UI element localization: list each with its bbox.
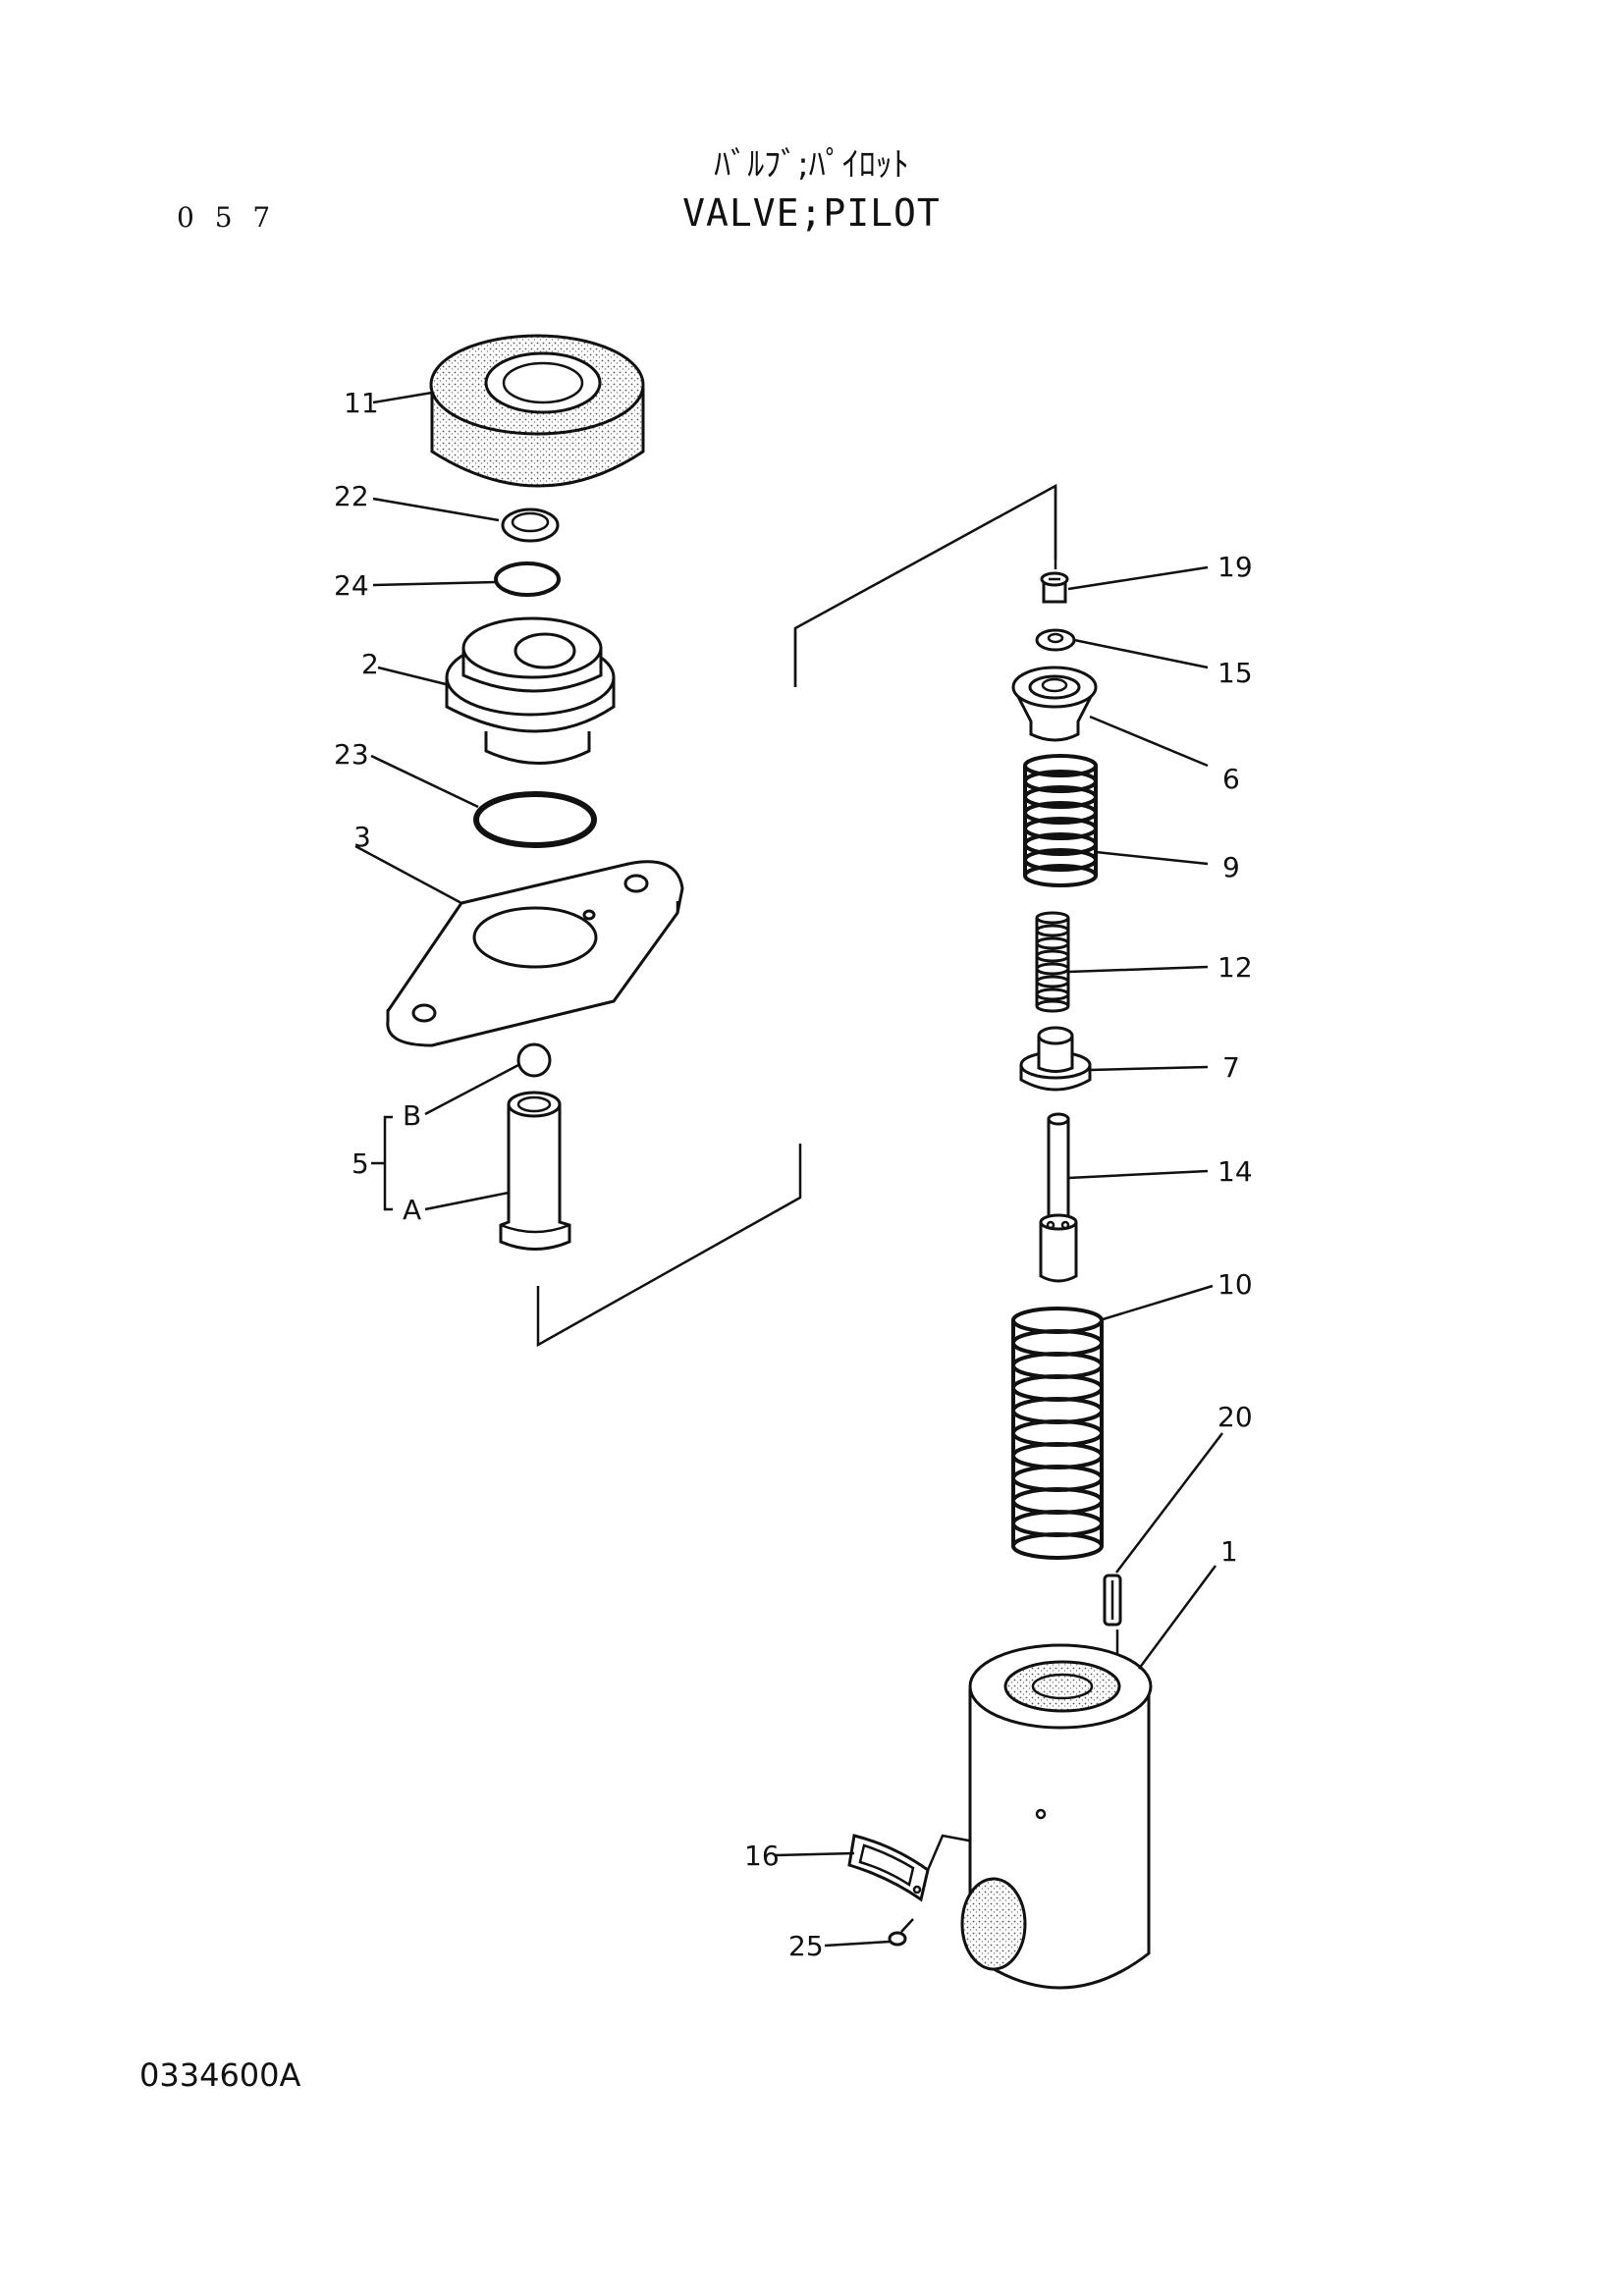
callout-3: 3 xyxy=(353,821,371,853)
callout-7: 7 xyxy=(1222,1051,1240,1084)
part-23-o-ring xyxy=(473,791,597,848)
part-14-spool xyxy=(1039,1112,1078,1283)
part-1-casing xyxy=(960,1643,1153,1990)
part-5b-ball xyxy=(516,1042,552,1078)
callout-11: 11 xyxy=(344,387,379,419)
callout-5: 5 xyxy=(352,1148,369,1180)
callout-10: 10 xyxy=(1217,1268,1253,1301)
part-25-screw xyxy=(888,1918,914,1947)
callout-5a: A xyxy=(403,1194,421,1226)
callout-1: 1 xyxy=(1220,1535,1238,1568)
callout-23: 23 xyxy=(334,738,369,771)
part-11-cap xyxy=(429,334,645,488)
callout-24: 24 xyxy=(334,569,369,602)
callout-15: 15 xyxy=(1217,657,1253,689)
callout-22: 22 xyxy=(334,480,369,512)
leader-lines xyxy=(354,391,1223,1948)
part-10-spring xyxy=(1011,1307,1104,1560)
callout-25: 25 xyxy=(788,1930,824,1962)
callout-12: 12 xyxy=(1217,951,1253,984)
part-12-spring xyxy=(1035,911,1070,1013)
part-24-o-ring xyxy=(494,561,561,597)
part-15-washer xyxy=(1035,628,1076,652)
part-19-screw xyxy=(1040,571,1069,604)
part-3-flange xyxy=(386,860,684,1047)
callout-labels: 11 22 24 2 23 3 5 B A 19 15 6 9 12 7 14 … xyxy=(334,387,1253,1962)
part-2-plug xyxy=(445,616,616,765)
part-5a-seat xyxy=(499,1091,571,1251)
page-number: 0 5 7 xyxy=(177,201,277,234)
callout-20: 20 xyxy=(1217,1401,1253,1433)
part-16-plate xyxy=(847,1834,930,1902)
part-7-spring-seat xyxy=(1019,1026,1092,1092)
callout-5b: B xyxy=(403,1099,421,1132)
title-japanese: ﾊﾞﾙﾌﾞ;ﾊﾟｲﾛｯﾄ xyxy=(714,145,909,185)
callout-9: 9 xyxy=(1222,851,1240,883)
title-english: VALVE;PILOT xyxy=(682,191,941,235)
callout-14: 14 xyxy=(1217,1155,1253,1188)
part-6-retainer xyxy=(1011,666,1098,742)
part-20-pin xyxy=(1103,1574,1122,1627)
callout-2: 2 xyxy=(361,648,379,680)
callout-16: 16 xyxy=(744,1840,780,1872)
drawing-code: 0334600A xyxy=(139,2056,301,2094)
part-22-ring xyxy=(501,507,560,543)
callout-19: 19 xyxy=(1217,551,1253,583)
part-9-spring xyxy=(1023,754,1098,887)
callout-6: 6 xyxy=(1222,763,1240,795)
